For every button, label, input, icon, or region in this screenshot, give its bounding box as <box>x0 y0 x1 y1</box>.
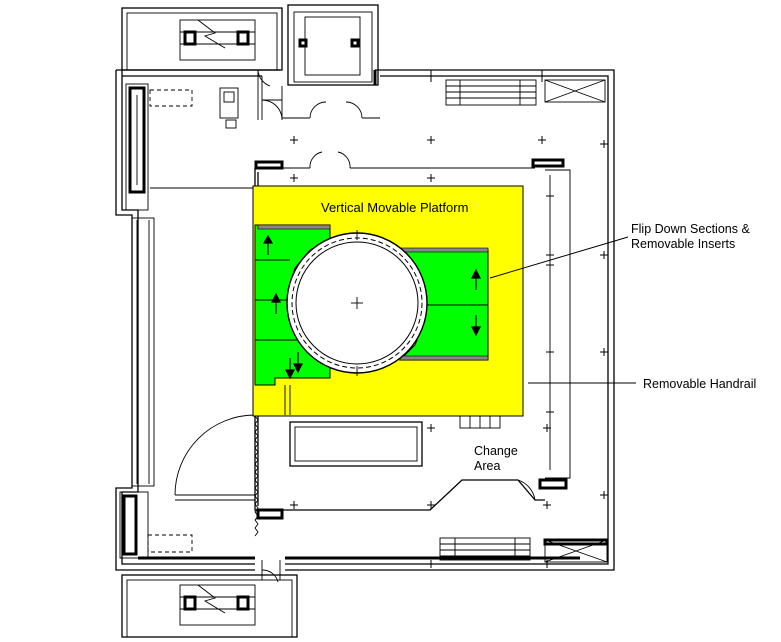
flip-sections-label-line1: Flip Down Sections & <box>631 222 750 236</box>
top-stair-tower <box>121 7 283 71</box>
top-elevator <box>287 4 379 86</box>
bottom-right-vents <box>439 537 609 563</box>
flip-sections-label-line2: Removable Inserts <box>631 237 735 251</box>
dashed-cabinet-top <box>149 89 193 107</box>
change-area-room <box>284 385 536 501</box>
handrail-posts <box>546 195 554 413</box>
bottom-stair-tower <box>121 560 298 638</box>
column-markers <box>290 70 608 568</box>
revolving-stage <box>286 230 428 376</box>
top-service-rooms <box>219 69 380 129</box>
flip-sections-leader <box>489 236 629 279</box>
left-windows <box>119 83 155 559</box>
change-area-label-line1: Change <box>474 444 518 458</box>
change-area-label-line2: Area <box>474 459 500 473</box>
platform-label: Vertical Movable Platform <box>321 200 468 215</box>
dashed-cabinet-bottom <box>147 534 193 553</box>
top-right-vents <box>445 79 606 106</box>
movement-arrows <box>262 234 481 380</box>
handrail-label: Removable Handrail <box>643 377 756 391</box>
